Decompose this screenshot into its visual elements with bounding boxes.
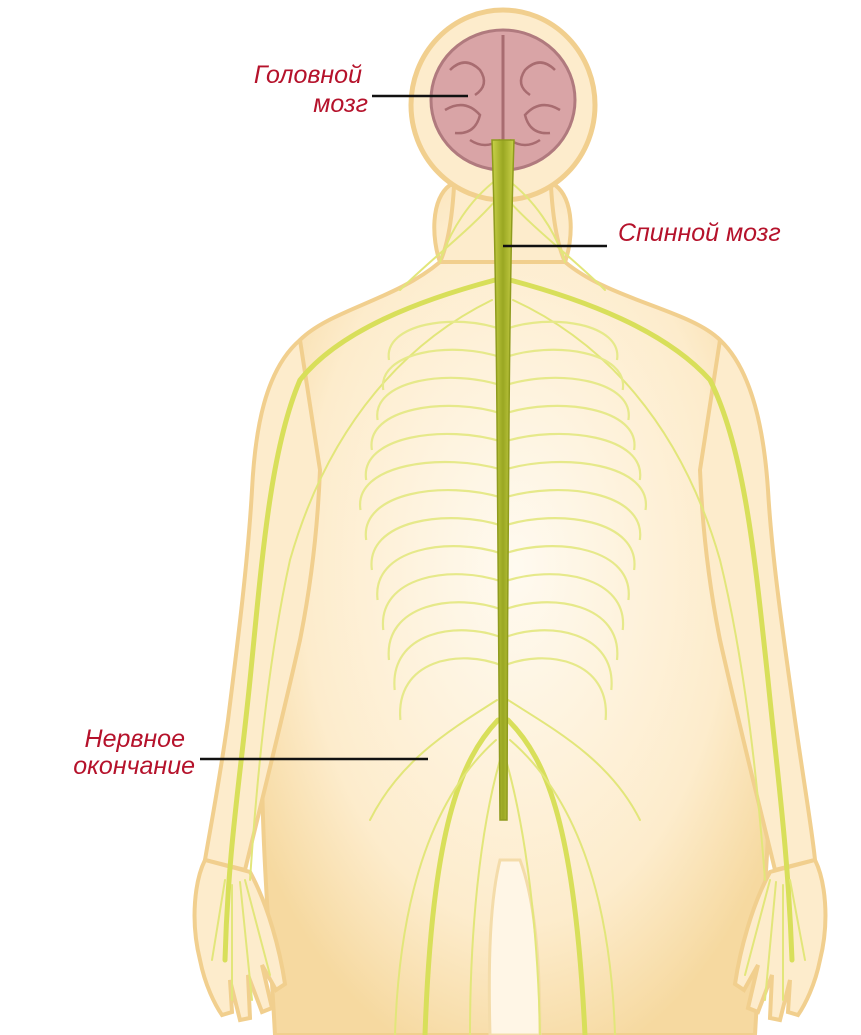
label-brain-line1: Головной [254, 61, 362, 89]
label-nerve-ending-line2: окончание [73, 752, 195, 780]
label-nerve-ending-line1: Нервное [85, 725, 185, 753]
label-spinal-cord-text: Спинной мозг [618, 219, 781, 247]
label-brain-line2: мозг [313, 90, 368, 118]
